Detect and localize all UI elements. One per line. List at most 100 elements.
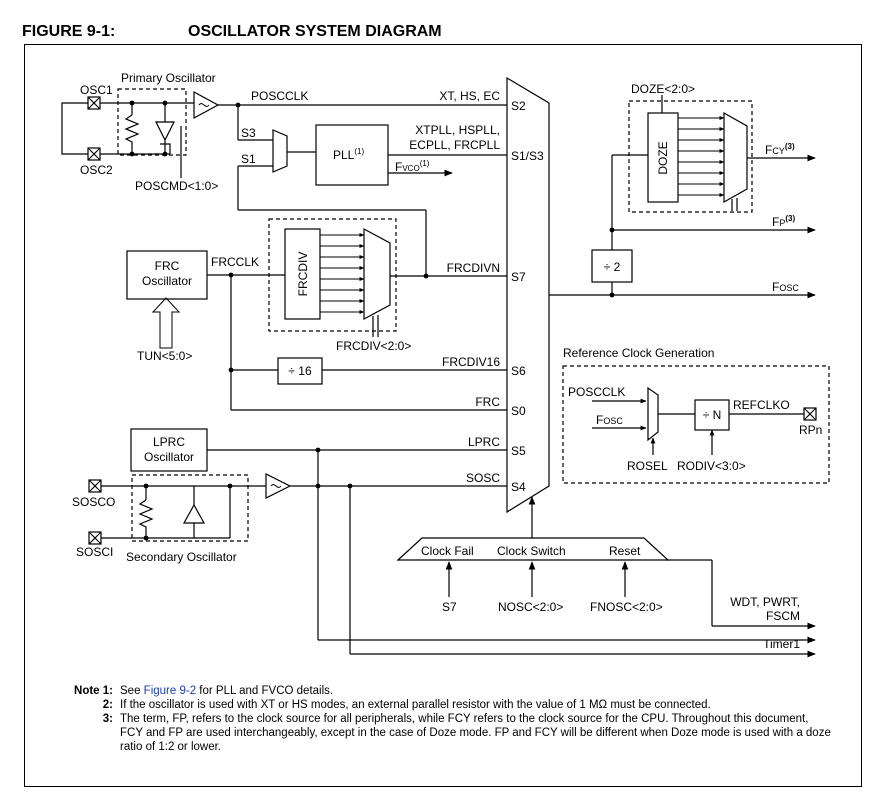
clock-switch-label: Clock Switch xyxy=(497,544,566,558)
junction-dots xyxy=(129,100,615,541)
fvco-sub: VCO xyxy=(402,164,419,173)
clock-fail-label: Clock Fail xyxy=(421,544,474,558)
sosco-label: SOSCO xyxy=(72,495,115,509)
mux-input-s0: S0 xyxy=(511,404,526,418)
note-2-label: 2: xyxy=(102,699,113,711)
pll-text: PLL xyxy=(333,148,355,162)
doze-block-label: DOZE xyxy=(656,141,670,174)
fcy-sub: CY xyxy=(772,146,785,156)
osc-buffer xyxy=(193,90,220,120)
frcdivn-label: FRCDIVN xyxy=(447,261,500,275)
rosel-label: ROSEL xyxy=(627,459,668,473)
rodiv-label: RODIV<3:0> xyxy=(677,459,746,473)
fcy-label: FCY(3) xyxy=(765,142,795,157)
osc-inverter xyxy=(155,121,175,142)
pll-label: PLL(1) xyxy=(333,147,364,162)
secondary-oscillator-box xyxy=(131,474,249,542)
posclk-label: POSCCLK xyxy=(251,89,308,103)
figure-title: OSCILLATOR SYSTEM DIAGRAM xyxy=(188,23,442,40)
doze-mux xyxy=(723,111,748,204)
secondary-inverter xyxy=(182,503,206,524)
fp-sup: (3) xyxy=(785,214,795,223)
frcdiv-dashed-box xyxy=(268,218,397,332)
secondary-buffer xyxy=(265,473,292,499)
poscmd-label: POSCMD<1:0> xyxy=(135,179,218,193)
note-2-text: If the oscillator is used with XT or HS … xyxy=(120,699,711,711)
fosc-label: FOSC xyxy=(772,280,799,294)
xtpll-label-1: XTPLL, HSPLL, xyxy=(415,123,500,137)
bias-resistor xyxy=(124,114,140,154)
frcdiv-sel-label: FRCDIV<2:0> xyxy=(336,339,411,353)
lprc-osc-label-1: LPRC xyxy=(153,435,185,449)
fcy-text: F xyxy=(765,143,772,157)
note-1-pre: See xyxy=(120,685,144,697)
rpn-pin xyxy=(803,407,817,421)
mux-input-s6: S6 xyxy=(511,364,526,378)
tun-label: TUN<5:0> xyxy=(137,349,192,363)
frcclk-label: FRCCLK xyxy=(211,255,259,269)
crystal-wire xyxy=(61,102,88,155)
osc2-label: OSC2 xyxy=(80,163,113,177)
fp-text: F xyxy=(772,215,779,229)
frc-signal-label: FRC xyxy=(475,395,500,409)
note-1: Note 1: See Figure 9-2 for PLL and FVCO … xyxy=(63,684,833,698)
wdt-label-1: WDT, PWRT, xyxy=(730,595,800,609)
mux-input-s2: S2 xyxy=(511,99,526,113)
xt-hs-ec-label: XT, HS, EC xyxy=(439,89,500,103)
note-1-post: for PLL and FVCO details. xyxy=(196,685,334,697)
secondary-bias-resistor xyxy=(138,499,154,538)
ref-posclk-label: POSCCLK xyxy=(568,385,625,399)
primary-oscillator-label: Primary Oscillator xyxy=(121,71,216,85)
fosc-text: F xyxy=(772,280,779,294)
fosc-sub: OSC xyxy=(779,283,799,293)
notes: Note 1: See Figure 9-2 for PLL and FVCO … xyxy=(63,684,833,754)
tun-input-arrow xyxy=(151,297,181,349)
frcdiv-block xyxy=(284,228,321,320)
mux-input-s7: S7 xyxy=(511,270,526,284)
frcdiv-mux xyxy=(363,227,391,321)
fvco-label: FVCO(1) xyxy=(395,159,430,174)
reset-label: Reset xyxy=(609,544,641,558)
note-2: 2: If the oscillator is used with XT or … xyxy=(63,698,833,712)
fp-sub: P xyxy=(779,218,785,228)
ref-fosc-text: F xyxy=(596,413,603,427)
frc-osc-label-2: Oscillator xyxy=(142,274,192,288)
fvco-sup: (1) xyxy=(420,159,430,168)
s1-label: S1 xyxy=(241,152,256,166)
fp-label: FP(3) xyxy=(772,214,795,229)
sosc-signal-label: SOSC xyxy=(466,471,500,485)
figure-9-2-link[interactable]: Figure 9-2 xyxy=(143,685,197,697)
note-3-label: 3: xyxy=(102,713,113,725)
note-1-label: Note 1: xyxy=(74,685,113,697)
fnosc-label: FNOSC<2:0> xyxy=(590,600,663,614)
wdt-label-2: FSCM xyxy=(766,609,800,623)
div16-label: ÷ 16 xyxy=(288,364,312,378)
figure-number: FIGURE 9-1: xyxy=(22,23,116,40)
fvco-text: F xyxy=(395,160,402,174)
timer1-label: Timer1 xyxy=(763,637,800,651)
frcdiv-block-label: FRCDIV xyxy=(296,252,310,297)
mux-input-s4: S4 xyxy=(511,480,526,494)
doze-block xyxy=(647,112,679,203)
rpn-label: RPn xyxy=(799,423,822,437)
ref-fosc-label: FOSC xyxy=(596,413,623,427)
sosci-label: SOSCI xyxy=(76,545,113,559)
xtpll-label-2: ECPLL, FRCPLL xyxy=(409,138,500,152)
main-clock-mux xyxy=(506,76,550,514)
frc-osc-label-1: FRC xyxy=(155,259,180,273)
s7-input-label: S7 xyxy=(442,600,457,614)
clock-switch-block xyxy=(396,537,670,561)
reference-clock-box xyxy=(562,365,830,484)
doze-sel-label: DOZE<2:0> xyxy=(631,82,695,96)
lprc-osc-label-2: Oscillator xyxy=(144,450,194,464)
frcdiv16-label: FRCDIV16 xyxy=(442,355,500,369)
ref-clock-title: Reference Clock Generation xyxy=(563,346,714,360)
div2-label: ÷ 2 xyxy=(604,260,621,274)
osc1-label: OSC1 xyxy=(80,83,113,97)
primary-oscillator-box xyxy=(117,88,187,156)
mux-input-s5: S5 xyxy=(511,444,526,458)
note-3: 3: The term, FP, refers to the clock sou… xyxy=(63,712,833,754)
figure-frame xyxy=(24,44,862,787)
lprc-signal-label: LPRC xyxy=(468,435,500,449)
